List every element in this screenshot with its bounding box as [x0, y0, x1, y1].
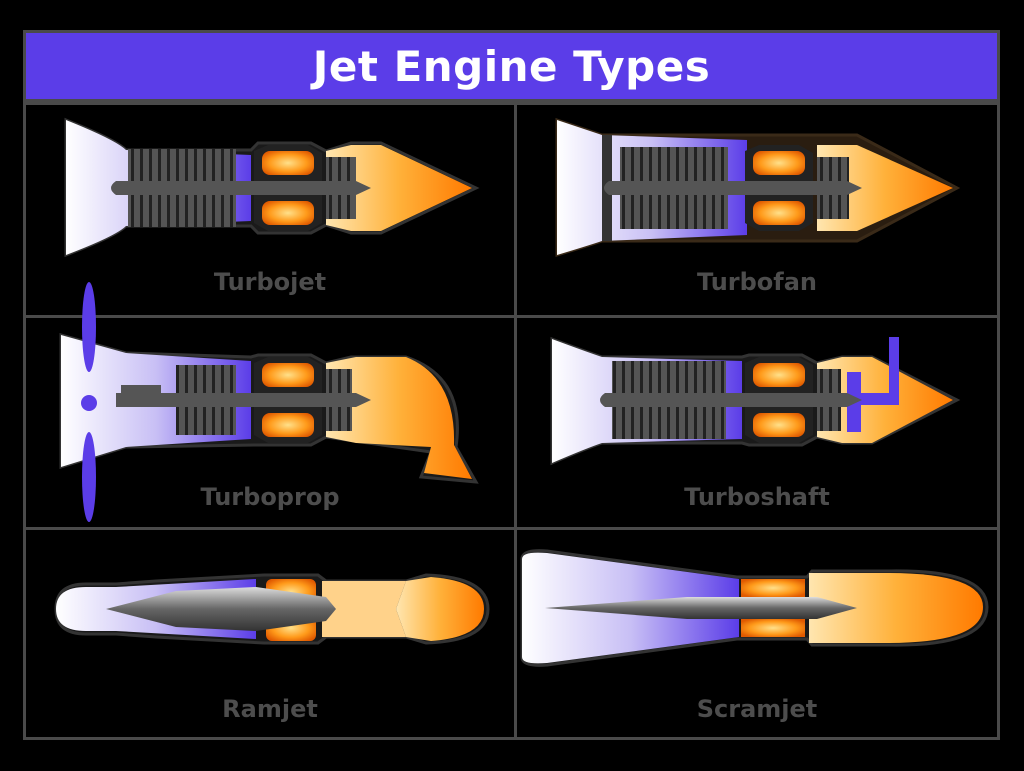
turbojet-diagram — [64, 117, 480, 258]
page-title: Jet Engine Types — [312, 41, 711, 91]
title-bar: Jet Engine Types — [23, 30, 1000, 102]
engine-illustrations — [54, 117, 989, 667]
engine-grid: Turbojet Turbofan Turboprop Turboshaft R… — [23, 102, 1000, 740]
engine-label-turbojet: Turbojet — [213, 268, 327, 296]
ramjet-diagram — [54, 573, 490, 645]
engine-label-turbofan: Turbofan — [696, 268, 818, 296]
engine-label-scramjet: Scramjet — [696, 695, 818, 723]
engine-label-ramjet: Ramjet — [222, 695, 318, 723]
engine-label-turboshaft: Turboshaft — [684, 483, 830, 511]
turboprop-diagram — [59, 282, 479, 522]
turboshaft-diagram — [550, 336, 961, 466]
grid-divider-row2 — [26, 527, 997, 530]
grid-divider-row1 — [26, 315, 997, 318]
grid-divider-vertical — [514, 105, 517, 737]
engine-label-turboprop: Turboprop — [200, 483, 340, 511]
scramjet-diagram — [520, 549, 989, 667]
turbofan-diagram — [555, 117, 961, 258]
